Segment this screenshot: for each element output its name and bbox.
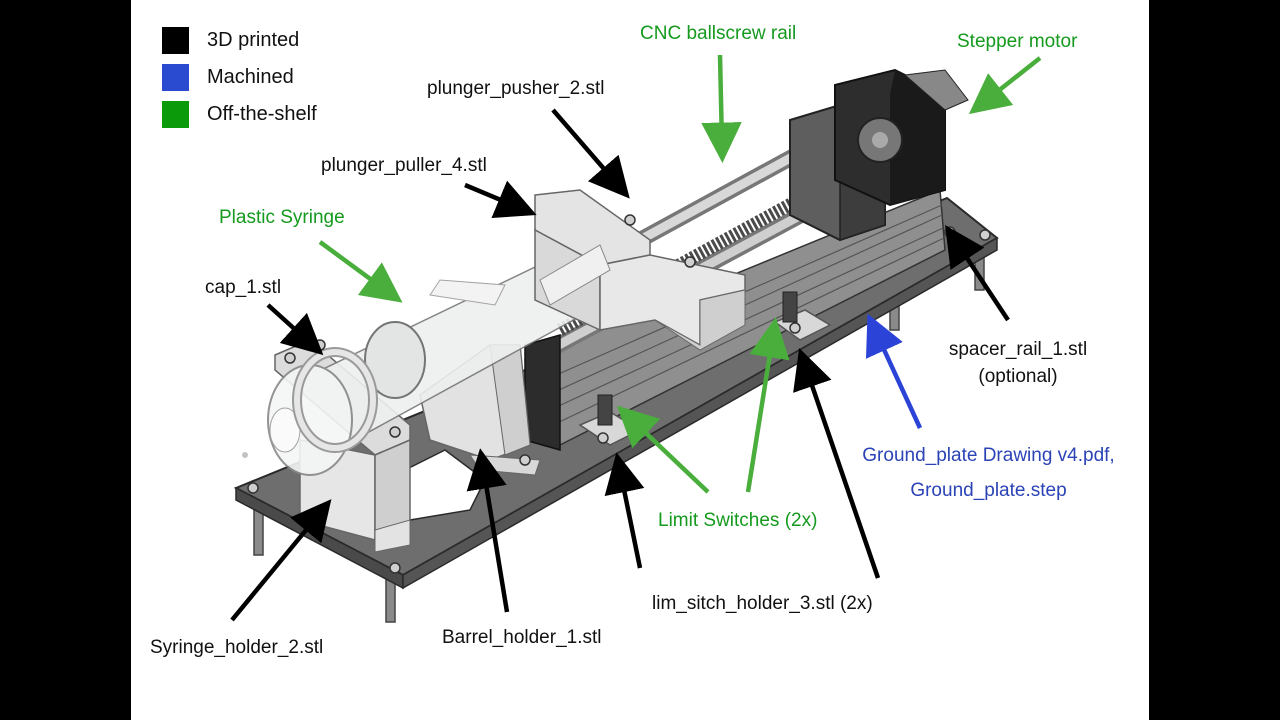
label-ground-plate-line2: Ground_plate.step bbox=[910, 479, 1067, 501]
label-stepper-motor: Stepper motor bbox=[957, 31, 1078, 52]
arrow-barrel-holder bbox=[466, 448, 510, 613]
legend-swatch bbox=[162, 64, 189, 91]
label-plastic-syringe: Plastic Syringe bbox=[219, 207, 345, 228]
arrow-plunger-pusher bbox=[551, 108, 630, 199]
arrow-limit-switch-1 bbox=[616, 405, 710, 494]
label-cnc-ballscrew-rail: CNC ballscrew rail bbox=[640, 23, 797, 44]
label-plunger-pusher: plunger_pusher_2.stl bbox=[427, 78, 605, 99]
label-spacer-rail-line1: spacer_rail_1.stl bbox=[948, 339, 1088, 360]
legend-item-machined: Machined bbox=[162, 59, 317, 96]
arrow-cap bbox=[266, 303, 324, 356]
arrow-plunger-puller bbox=[464, 180, 537, 219]
label-barrel-holder: Barrel_holder_1.stl bbox=[442, 627, 602, 648]
arrow-ground-plate bbox=[865, 313, 923, 429]
legend-swatch bbox=[162, 27, 189, 54]
label-lim-switch-holder: lim_sitch_holder_3.stl (2x) bbox=[652, 593, 873, 614]
legend-label: 3D printed bbox=[207, 29, 300, 51]
annotation-arrows bbox=[230, 54, 1042, 622]
arrow-syringe-holder bbox=[230, 499, 332, 622]
arrow-lim-holder-1 bbox=[604, 452, 645, 569]
arrow-spacer-rail bbox=[945, 224, 1010, 322]
color-legend: 3D printed Machined Off-the-shelf bbox=[162, 22, 317, 133]
legend-label: Machined bbox=[207, 66, 294, 88]
carriage-block bbox=[524, 334, 561, 451]
label-ground-plate: Ground_plate Drawing v4.pdf, Ground_plat… bbox=[836, 444, 1141, 503]
legend-item-off-the-shelf: Off-the-shelf bbox=[162, 96, 317, 133]
legend-swatch bbox=[162, 101, 189, 128]
label-ground-plate-line1: Ground_plate Drawing v4.pdf, bbox=[862, 445, 1115, 466]
arrow-stepper-motor bbox=[968, 56, 1042, 115]
legend-item-3d-printed: 3D printed bbox=[162, 22, 317, 59]
arrow-lim-holder-2 bbox=[793, 347, 881, 579]
legend-label: Off-the-shelf bbox=[207, 103, 317, 125]
label-plunger-puller: plunger_puller_4.stl bbox=[321, 155, 487, 176]
cap-part bbox=[292, 347, 378, 453]
plunger-parts bbox=[534, 189, 746, 351]
label-spacer-rail: spacer_rail_1.stl (optional) bbox=[918, 338, 1118, 389]
arrow-plastic-syringe bbox=[318, 240, 403, 303]
label-spacer-rail-line2: (optional) bbox=[978, 365, 1058, 387]
label-cap: cap_1.stl bbox=[205, 277, 282, 298]
arrow-cnc-rail bbox=[701, 54, 742, 163]
arrow-limit-switch-2 bbox=[745, 317, 790, 493]
label-limit-switches: Limit Switches (2x) bbox=[658, 510, 818, 531]
stepper-motor-body bbox=[834, 68, 969, 207]
label-syringe-holder: Syringe_holder_2.stl bbox=[150, 637, 324, 658]
